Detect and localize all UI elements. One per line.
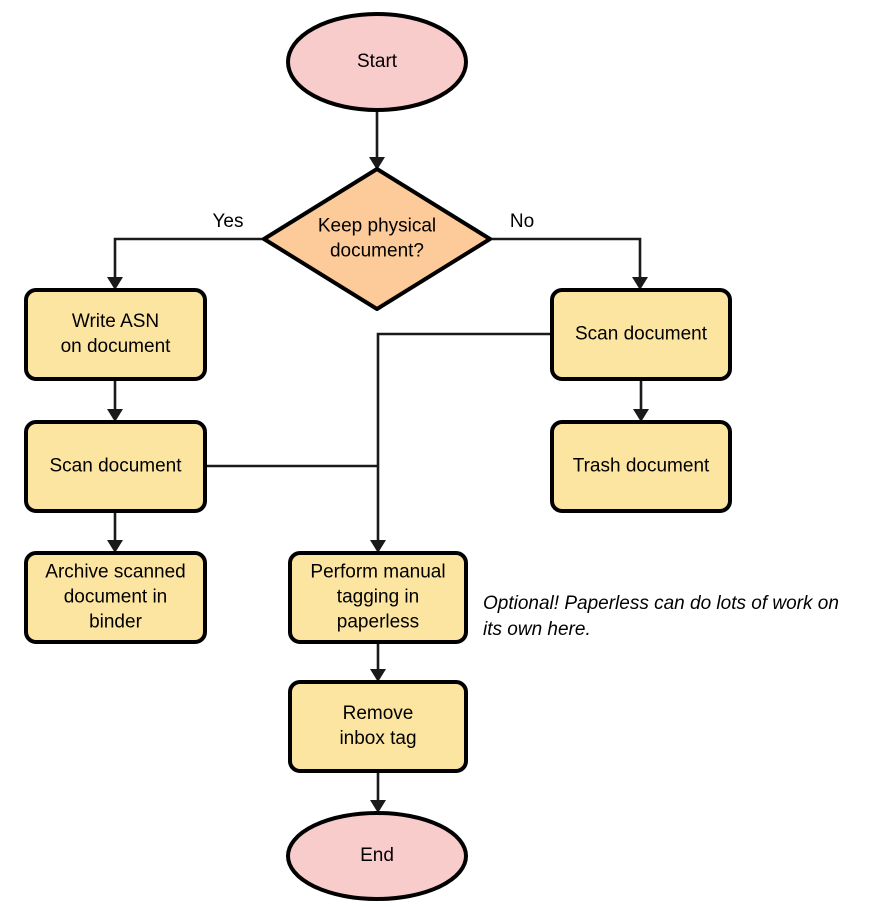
node-archive-binder[interactable]: Archive scanned document in binder [24, 551, 207, 644]
process-shape[interactable] [24, 551, 207, 644]
edge-path [113, 237, 264, 283]
node-label: End [360, 845, 394, 866]
node-start[interactable]: Start [286, 12, 468, 112]
edge-arrowhead [107, 540, 123, 553]
node-scan-right[interactable]: Scan document [550, 288, 732, 381]
edge-decision-no: No [490, 211, 648, 290]
process-shape[interactable] [288, 680, 468, 773]
node-label: binder [89, 612, 142, 633]
annotations-layer: Optional! Paperless can do lots of work … [483, 593, 839, 640]
edge-label-decision-no: No [510, 211, 534, 232]
annotation-line: Optional! Paperless can do lots of work … [483, 593, 839, 614]
edge-scan-right-to-tagging [370, 332, 552, 553]
edge-tagging-to-remove-tag [370, 642, 386, 682]
process-shape[interactable] [288, 551, 468, 644]
process-shape[interactable] [24, 420, 207, 513]
edge-arrowhead [369, 157, 385, 170]
edge-arrowhead [107, 277, 123, 290]
edge-start-to-decision [369, 110, 385, 170]
node-remove-inbox-tag[interactable]: Remove inbox tag [288, 680, 468, 773]
edge-arrowhead [632, 277, 648, 290]
terminator-shape[interactable] [286, 12, 468, 112]
process-shape[interactable] [550, 420, 732, 513]
edge-write-asn-to-scan-left [107, 379, 123, 422]
node-label: Scan document [575, 324, 708, 345]
node-label: tagging in [337, 587, 419, 608]
node-label: Write ASN [72, 311, 159, 332]
node-label: Scan document [49, 456, 182, 477]
node-label: Archive scanned [45, 562, 185, 583]
node-keep-physical[interactable]: Keep physical document? [262, 167, 492, 311]
annotation-line: its own here. [483, 619, 591, 640]
node-label: Start [357, 51, 398, 72]
node-label: Remove [343, 703, 414, 724]
node-label: on document [61, 336, 172, 357]
edge-arrowhead [370, 669, 386, 682]
annotation-optional-note: Optional! Paperless can do lots of work … [483, 593, 839, 640]
edge-arrowhead [370, 800, 386, 813]
edge-arrowhead [107, 409, 123, 422]
edge-scan-left-to-archive [107, 511, 123, 553]
node-trash[interactable]: Trash document [550, 420, 732, 513]
node-label: Trash document [573, 456, 710, 477]
node-label: Keep physical [318, 216, 436, 237]
edges-layer: Yes No [107, 110, 649, 813]
edge-decision-yes: Yes [107, 211, 264, 290]
decision-shape[interactable] [262, 167, 492, 311]
edge-arrowhead [370, 540, 386, 553]
node-end[interactable]: End [286, 811, 468, 901]
node-label: Perform manual [310, 562, 445, 583]
node-write-asn[interactable]: Write ASN on document [24, 288, 207, 381]
process-shape[interactable] [24, 288, 207, 381]
edge-path [376, 332, 552, 546]
node-label: paperless [337, 612, 419, 633]
node-scan-left[interactable]: Scan document [24, 420, 207, 513]
edge-path [490, 237, 642, 283]
node-label: inbox tag [339, 728, 416, 749]
edge-remove-tag-to-end [370, 771, 386, 813]
node-label: document? [330, 241, 424, 262]
process-shape[interactable] [550, 288, 732, 381]
node-manual-tagging[interactable]: Perform manual tagging in paperless [288, 551, 468, 644]
edge-scan-right-to-trash [633, 379, 649, 422]
edge-label-decision-yes: Yes [213, 211, 244, 232]
edge-arrowhead [633, 409, 649, 422]
node-label: document in [64, 587, 168, 608]
terminator-shape[interactable] [286, 811, 468, 901]
